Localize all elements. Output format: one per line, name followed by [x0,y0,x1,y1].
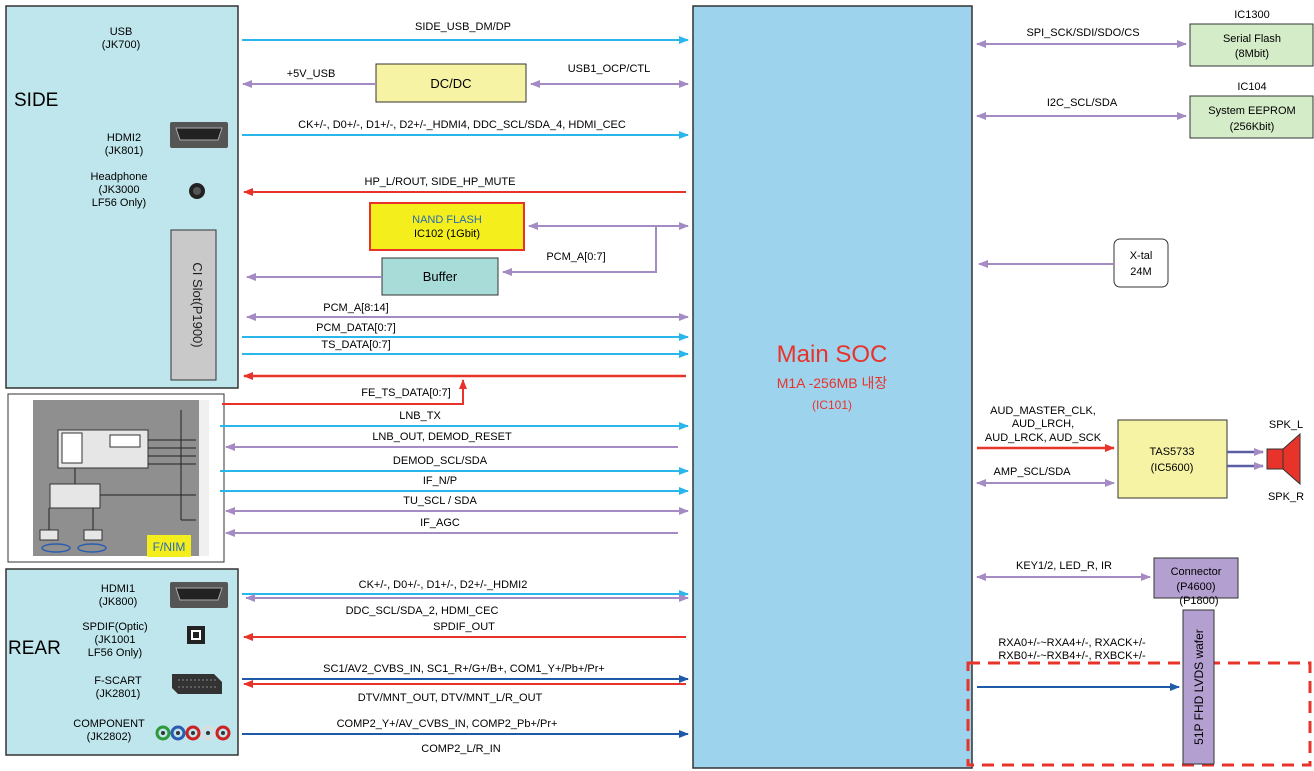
connector-ref: (P4600) [1176,581,1215,593]
connector-name: Connector [1171,566,1222,578]
hdmi1-ref: (JK800) [99,596,138,608]
usb-name: USB [110,26,133,38]
hp-note: LF56 Only) [92,197,146,209]
nand-flash-line1: NAND FLASH [412,214,482,226]
scart-name: F-SCART [94,675,142,687]
spk-l-label: SPK_L [1269,419,1303,431]
sig-spi: SPI_SCK/SDI/SDO/CS [1026,27,1139,39]
eeprom-name: System EEPROM [1208,105,1295,117]
buffer-block [381,257,499,296]
lvds-wafer-label: 51P FHD LVDS wafer [1192,629,1206,745]
serial-flash-block [1189,23,1314,67]
sig-if-np: IF_N/P [423,475,457,487]
sig-comp-out: COMP2_L/R_IN [421,743,501,755]
serial-flash-size: (8Mbit) [1235,48,1269,60]
buffer-label: Buffer [423,269,458,284]
sig-if-agc: IF_AGC [420,517,460,529]
fnim-label-box [147,535,191,557]
eeprom-ref: IC104 [1237,81,1266,93]
sig-usb: SIDE_USB_DM/DP [415,21,511,33]
spdif-name: SPDIF(Optic) [82,621,147,633]
hp-name: Headphone [91,171,148,183]
serial-flash-ref: IC1300 [1234,9,1269,21]
sig-lnb-out: LNB_OUT, DEMOD_RESET [372,431,512,443]
hp-ref: (JK3000 [99,184,140,196]
eeprom-size: (256Kbit) [1230,121,1275,133]
comp-name: COMPONENT [73,718,145,730]
sig-pcm-a814: PCM_A[8:14] [323,302,388,314]
soc-title: Main SOC [777,341,888,368]
sig-hdmi4: CK+/-, D0+/-, D1+/-, D2+/-_HDMI4, DDC_SC… [298,119,626,131]
serial-flash-name: Serial Flash [1223,33,1281,45]
connector-block [1153,557,1239,599]
scart-connector-icon [172,674,222,694]
xtal-freq: 24M [1130,266,1151,278]
main-soc-block [692,5,973,769]
scart-ref: (JK2801) [96,688,141,700]
comp-ref: (JK2802) [87,731,132,743]
component-jacks-icon [155,725,231,741]
line-pcm-a07 [502,226,657,276]
usb-ref: (JK700) [102,39,141,51]
hdmi2-ref: (JK801) [105,145,144,157]
lvds-dashed-region [966,661,1312,767]
spk-r-label: SPK_R [1268,491,1304,503]
sig-hp: HP_L/ROUT, SIDE_HP_MUTE [365,176,516,188]
sig-aud2: AUD_LRCH, [1012,418,1074,430]
amp-block [1117,419,1228,499]
spdif-ref: (JK1001 [95,634,136,646]
fnim-label: F/NIM [153,540,186,554]
line-fe-ts [222,379,467,405]
sig-pcm-a07: PCM_A[0:7] [546,251,605,263]
sig-spdif: SPDIF_OUT [433,621,495,633]
side-title: SIDE [14,90,58,111]
sig-lvds2: RXB0+/-~RXB4+/-, RXBCK+/- [998,650,1146,662]
dcdc-block [375,63,527,103]
lvds-ref: (P1800) [1179,595,1218,607]
amp-name: TAS5733 [1149,446,1194,458]
nand-flash-block [369,202,525,251]
sig-scart-out: DTV/MNT_OUT, DTV/MNT_L/R_OUT [358,692,543,704]
eeprom-block [1189,95,1314,139]
optical-port-icon [187,626,205,644]
sig-ddc2: DDC_SCL/SDA_2, HDMI_CEC [346,605,499,617]
sig-aud1: AUD_MASTER_CLK, [990,405,1096,417]
sig-fe-ts: FE_TS_DATA[0:7] [361,387,450,399]
sig-scart-in: SC1/AV2_CVBS_IN, SC1_R+/G+/B+, COM1_Y+/P… [323,663,605,675]
speaker-icon [1266,432,1301,486]
headphone-jack-icon [189,183,205,199]
sig-lvds1: RXA0+/-~RXA4+/-, RXACK+/- [998,637,1146,649]
sig-tu: TU_SCL / SDA [403,495,477,507]
ci-slot-label: CI Slot(P1900) [190,262,205,347]
soc-ref: (IC101) [812,398,852,412]
sig-aud3: AUD_LRCK, AUD_SCK [985,432,1102,444]
hdmi2-port-icon [170,122,228,148]
sig-pcm-data: PCM_DATA[0:7] [316,322,396,334]
xtal-name: X-tal [1130,250,1153,262]
sig-lnb-tx: LNB_TX [399,410,441,422]
ci-slot-box [170,229,217,381]
sig-hdmi2: CK+/-, D0+/-, D1+/-, D2+/-_HDMI2 [359,579,528,591]
hdmi1-name: HDMI1 [101,583,135,595]
nand-flash-line2: IC102 (1Gbit) [414,228,480,240]
xtal-block [1113,238,1169,288]
lvds-wafer-block [1182,609,1215,765]
sig-i2c: I2C_SCL/SDA [1047,97,1118,109]
sig-ts-data: TS_DATA[0:7] [321,339,390,351]
rear-title: REAR [8,638,61,659]
sig-amp-scl: AMP_SCL/SDA [993,466,1071,478]
sig-plus5v: +5V_USB [287,68,336,80]
hdmi2-name: HDMI2 [107,132,141,144]
soc-subtitle: M1A -256MB 내장 [777,375,888,391]
dcdc-label: DC/DC [430,76,471,91]
spdif-note: LF56 Only) [88,647,142,659]
amp-ref: (IC5600) [1151,462,1194,474]
sig-comp-in: COMP2_Y+/AV_CVBS_IN, COMP2_Pb+/Pr+ [337,718,558,730]
hdmi1-port-icon [170,582,228,608]
sig-key: KEY1/2, LED_R, IR [1016,560,1112,572]
sig-demod: DEMOD_SCL/SDA [393,455,488,467]
tuner-schematic-image [33,400,209,556]
sig-usb-ocp: USB1_OCP/CTL [568,63,651,75]
